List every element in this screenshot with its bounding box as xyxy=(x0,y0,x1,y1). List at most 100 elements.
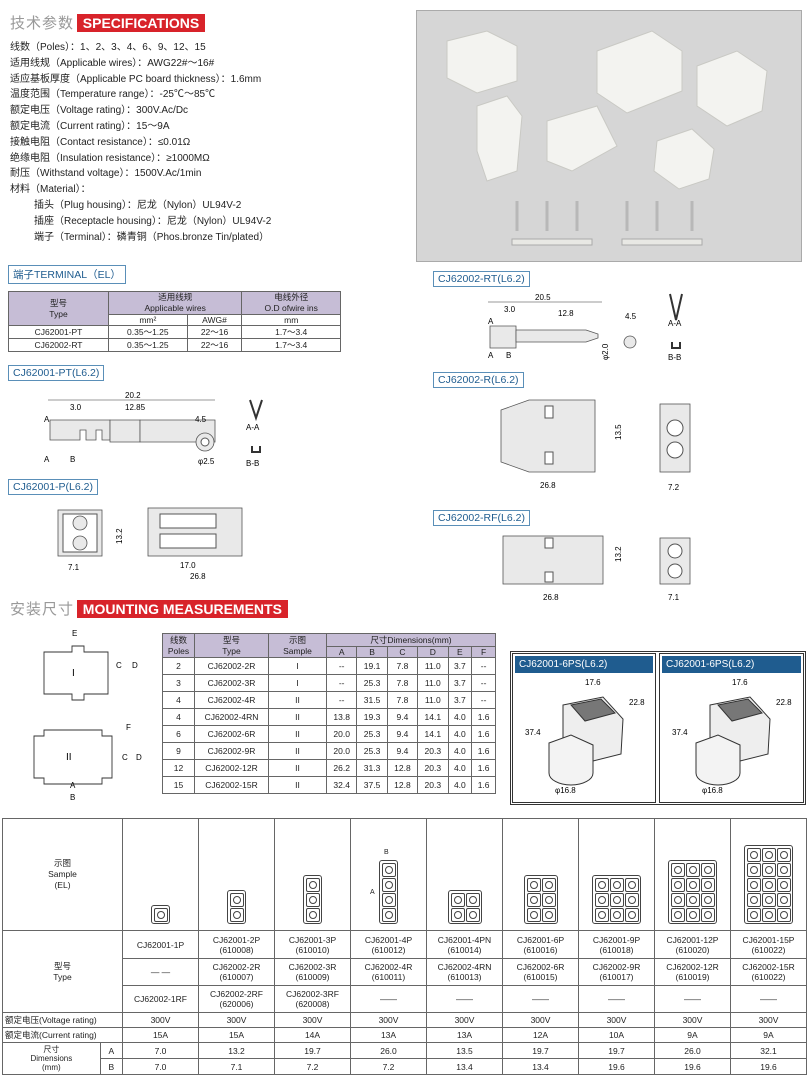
mount-cell: 1.6 xyxy=(471,742,496,760)
terminal-h-type-cn: 型号 xyxy=(49,297,67,308)
pt-label: CJ62001-PT(L6.2) xyxy=(8,365,105,381)
bt-a-label: A xyxy=(99,1042,124,1059)
sample-dim-b: B xyxy=(384,849,389,856)
product-cell: CJ62001-6P (610016) xyxy=(502,930,579,959)
product-cell: 300V xyxy=(122,1012,199,1028)
rt-b-bottom: B xyxy=(506,351,511,360)
ps2-dim-side: 22.8 xyxy=(776,698,792,707)
sample-connector-icon xyxy=(227,890,246,924)
terminal-sub-awg: AWG# xyxy=(186,314,243,326)
product-cell: —— xyxy=(730,985,807,1013)
rt-dim-a: 3.0 xyxy=(504,305,516,314)
rt-a-top: A xyxy=(488,317,494,326)
mount-cell: 20.3 xyxy=(417,742,449,760)
rt-a-bottom: A xyxy=(488,351,494,360)
spec-line: 额定电流（Current rating）：15～9A xyxy=(10,120,170,132)
r-dim-height: 13.5 xyxy=(614,424,623,440)
mount-cell: CJ62002-12R xyxy=(194,759,269,777)
product-cell: CJ62002-15R (610022) xyxy=(730,958,807,986)
pin-cavity-icon xyxy=(526,893,541,907)
mount-col-header: F xyxy=(471,646,496,658)
product-cell: CJ62001-4PN (610014) xyxy=(426,930,503,959)
product-cell: CJ62001-2P (610008) xyxy=(198,930,275,959)
pin-cavity-icon xyxy=(382,878,396,892)
pin-cavity-icon xyxy=(306,908,320,922)
product-photo-illustration xyxy=(446,30,768,246)
sample-connector-icon xyxy=(592,875,641,924)
mount-cell: 37.5 xyxy=(356,776,388,794)
spec-line: 适应基板厚度（Applicable PC board thickness）：1.… xyxy=(10,73,262,85)
r-label: CJ62002-R(L6.2) xyxy=(433,372,524,388)
pin-cavity-icon xyxy=(382,893,396,907)
sample-cell xyxy=(198,818,275,931)
mount-cell: 9.4 xyxy=(386,725,419,743)
spec-line: 绝缘电阻（Insulation resistance）：≥1000MΩ xyxy=(10,152,210,164)
pt-dim-width: 4.5 xyxy=(195,415,207,424)
product-cell: 9A xyxy=(654,1027,731,1043)
p-dim-height: 13.2 xyxy=(115,528,124,544)
pt-dim-a: 3.0 xyxy=(70,403,82,412)
p-drawing: 7.1 13.2 17.0 26.8 xyxy=(57,507,243,581)
pin-cavity-icon xyxy=(671,863,685,877)
pin-cavity-icon xyxy=(701,878,715,892)
bt-dim-en: Dimensions xyxy=(30,1054,73,1063)
pin-cavity-icon xyxy=(671,908,685,922)
mount-cell: 12.8 xyxy=(386,776,419,794)
mount-dim-b: B xyxy=(70,793,75,802)
mount-cell: -- xyxy=(325,657,358,675)
mount-cell: 4.0 xyxy=(447,708,473,726)
mount-cell: 20.0 xyxy=(325,725,358,743)
mount-cell: 3.7 xyxy=(447,657,473,675)
pin-cavity-icon xyxy=(465,908,480,922)
mount-cell: 19.1 xyxy=(356,657,388,675)
terminal-cell: 1.7～3.4 xyxy=(241,325,341,339)
mount-cell: 7.8 xyxy=(386,674,419,692)
mount-h-dims: 尺寸Dimensions(mm) xyxy=(326,633,496,647)
product-cell: 300V xyxy=(730,1012,807,1028)
mount-cell: I xyxy=(268,657,327,675)
pin-cavity-icon xyxy=(762,878,776,892)
mount-cell: 25.3 xyxy=(356,742,388,760)
spec-line: 接触电阻（Contact resistance）：≤0.01Ω xyxy=(10,136,191,148)
p-dim-length: 26.8 xyxy=(190,572,206,581)
mount-col-header: B xyxy=(356,646,388,658)
mount-dim-d2: D xyxy=(136,753,142,762)
pt-a-top: A xyxy=(44,415,50,424)
product-cell: 19.7 xyxy=(578,1042,655,1059)
terminal-cell: 22～16 xyxy=(186,325,243,339)
ps-photo-frame xyxy=(510,651,806,805)
mount-h-sample-cn: 示图 xyxy=(288,634,306,645)
mount-cell: 11.0 xyxy=(417,691,449,709)
rt-dim-length: 20.5 xyxy=(535,293,551,302)
pin-cavity-icon xyxy=(762,893,776,907)
pt-dim-length: 20.2 xyxy=(125,391,141,400)
pin-cavity-icon xyxy=(762,848,776,862)
sample-connector-icon xyxy=(447,890,482,924)
mount-cell: 4 xyxy=(162,708,195,726)
sample-connector-icon xyxy=(523,875,558,924)
terminal-cell: 1.7～3.4 xyxy=(241,338,341,352)
mount-cell: 20.0 xyxy=(325,742,358,760)
mount-cell: 9.4 xyxy=(386,742,419,760)
table-row: CJ62002-RT 0.35～1.25 22～16 1.7～3.4 xyxy=(8,338,341,352)
product-cell: 7.2 xyxy=(274,1058,351,1075)
mount-cell: 26.2 xyxy=(325,759,358,777)
mount-h-type-en: Type xyxy=(222,645,241,656)
pt-drawing: 20.2 3.0 12.85 A A B 4.5 φ2.5 A-A B-B xyxy=(44,391,263,468)
product-cell: 10A xyxy=(578,1027,655,1043)
mount-header: 安装尺寸 MOUNTING MEASUREMENTS xyxy=(10,598,288,619)
rt-dim-width: 4.5 xyxy=(625,312,637,321)
spec-line: 适用线规（Applicable wires）：AWG22#～16# xyxy=(10,57,215,69)
mount-cell: 11.0 xyxy=(417,657,449,675)
product-cell: 14A xyxy=(274,1027,351,1043)
pt-dim-b: 12.85 xyxy=(125,403,146,412)
pin-cavity-icon xyxy=(777,893,791,907)
mount-cell: 1.6 xyxy=(471,759,496,777)
bt-volt-label: 额定电压(Voltage rating) xyxy=(2,1012,123,1028)
mount-cell: II xyxy=(268,759,327,777)
terminal-cell: 22～16 xyxy=(186,338,243,352)
